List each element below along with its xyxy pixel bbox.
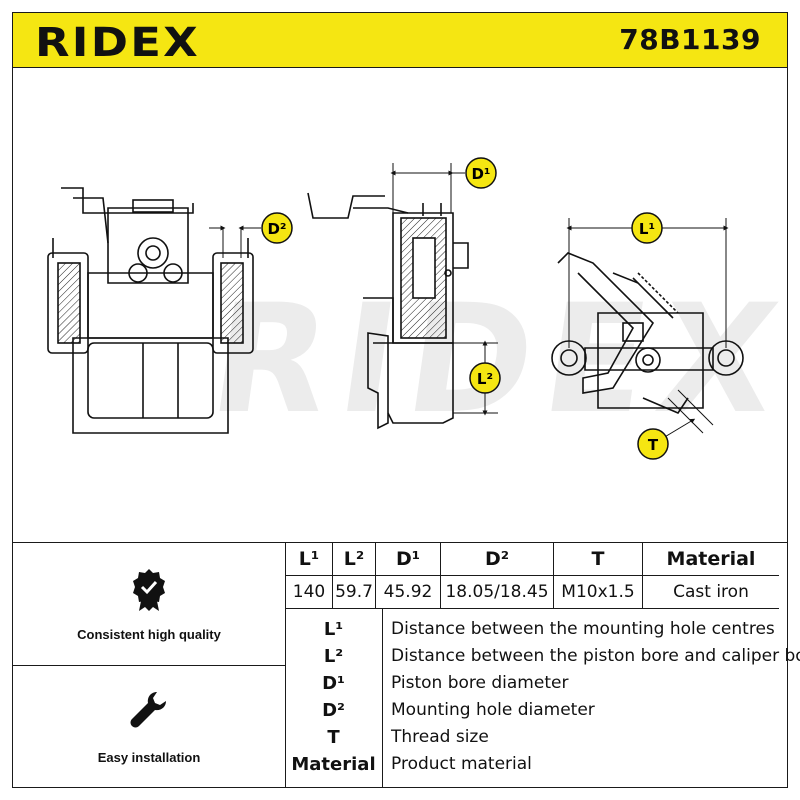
legend-desc: Distance between the mounting hole centr…: [391, 619, 775, 639]
spec-value-t: M10x1.5: [553, 575, 643, 609]
legend: L¹ Distance between the mounting hole ce…: [285, 609, 800, 788]
caliper-front-view: [47, 187, 254, 434]
legend-desc: Piston bore diameter: [391, 673, 569, 693]
d1-callout: D¹: [471, 165, 490, 183]
legend-row: D¹ Piston bore diameter: [285, 673, 787, 699]
spec-value-d2: 18.05/18.45: [440, 575, 554, 609]
legend-desc: Product material: [391, 754, 532, 774]
t-callout: T: [648, 436, 659, 454]
d2-dimension: D²: [209, 212, 293, 258]
part-number: 78B1139: [619, 23, 761, 56]
l1-dimension: L¹: [566, 212, 729, 348]
legend-key: D²: [322, 700, 345, 721]
legend-divider: [382, 609, 383, 788]
quality-check-icon: [133, 569, 165, 611]
spec-value-material: Cast iron: [642, 575, 779, 609]
spec-header-d1: D¹: [375, 543, 441, 576]
d1-dimension: D¹: [390, 157, 497, 213]
legend-row: L² Distance between the piston bore and …: [285, 646, 800, 672]
feature-divider: [13, 665, 285, 666]
feature-label: Easy installation: [97, 750, 201, 765]
ridex-logo: RIDEX: [35, 22, 200, 62]
l2-dimension: L²: [453, 340, 501, 416]
l2-callout: L²: [477, 370, 493, 388]
legend-key: L¹: [323, 619, 344, 640]
spec-value-l2: 59.7: [332, 575, 376, 609]
legend-key: L²: [323, 646, 344, 667]
feature-list: Consistent high quality Easy installatio…: [13, 543, 286, 788]
spec-header-d2: D²: [440, 543, 554, 576]
legend-desc: Thread size: [391, 727, 489, 747]
feature-quality: Consistent high quality: [13, 543, 285, 665]
header-bar: RIDEX 78B1139: [13, 13, 787, 68]
spec-header-material: Material: [642, 543, 779, 576]
spec-header-l2: L²: [332, 543, 376, 576]
legend-row: T Thread size: [285, 727, 787, 753]
legend-key: Material: [291, 754, 376, 775]
wrench-icon: [130, 692, 166, 728]
feature-installation: Easy installation: [13, 666, 285, 788]
brand-text: RIDEX: [35, 22, 200, 62]
specs-table: L¹ L² D¹ D² T Material 140 59.7 45.92 18…: [285, 543, 779, 609]
technical-drawing: RIDEX: [13, 68, 799, 542]
feature-label: Consistent high quality: [77, 627, 221, 642]
d2-callout: D²: [267, 220, 286, 238]
t-dimension: T: [637, 389, 714, 460]
spec-value-l1: 140: [285, 575, 333, 609]
legend-desc: Distance between the piston bore and cal…: [391, 646, 800, 666]
spec-header-t: T: [553, 543, 643, 576]
legend-key: T: [327, 727, 340, 748]
legend-row: D² Mounting hole diameter: [285, 700, 787, 726]
spec-value-d1: 45.92: [375, 575, 441, 609]
l1-callout: L¹: [639, 220, 655, 238]
legend-desc: Mounting hole diameter: [391, 700, 595, 720]
legend-key: D¹: [322, 673, 345, 694]
caliper-rear-view: [551, 252, 744, 414]
page-frame: [12, 12, 788, 788]
spec-header-l1: L¹: [285, 543, 333, 576]
legend-row: Material Product material: [285, 754, 787, 780]
caliper-section-view: [307, 192, 469, 430]
info-panel: Consistent high quality Easy installatio…: [13, 542, 800, 788]
legend-row: L¹ Distance between the mounting hole ce…: [285, 619, 787, 645]
